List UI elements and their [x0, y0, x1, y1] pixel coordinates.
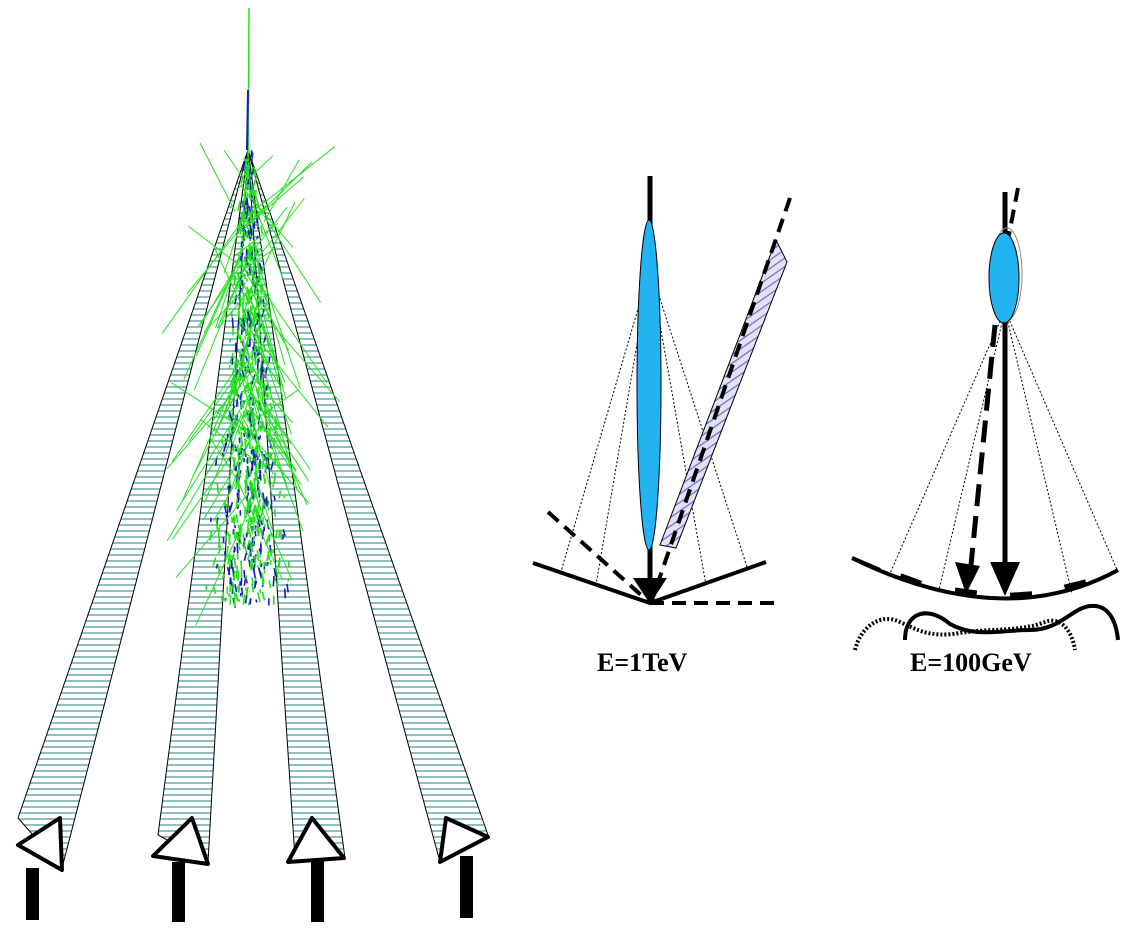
arrow-head-1tev — [633, 578, 667, 604]
ground-arc-100gev — [853, 557, 1119, 601]
shower-image-100gev — [988, 232, 1020, 324]
telescope-1 — [16, 816, 64, 920]
panel-100gev: E=100GeV — [851, 187, 1120, 677]
telescope-2-mount — [172, 862, 185, 922]
telescope-4-mount — [460, 856, 473, 918]
profile-solid — [903, 603, 1120, 641]
telescope-3-mount — [311, 860, 324, 922]
panel-1tev: E=1TeV — [532, 176, 792, 677]
telescope-4-dish — [438, 816, 490, 864]
energy-label-100gev: E=100GeV — [910, 648, 1032, 677]
tilted-axis-100gev — [1002, 187, 1020, 261]
shower-image-1tev — [636, 219, 662, 551]
light-cones — [17, 149, 489, 870]
image-segments — [899, 573, 1087, 598]
inclined-ground-1tev — [546, 510, 652, 605]
telescope-3 — [286, 816, 346, 922]
arrow-head-100gev — [990, 562, 1020, 596]
muon-direction — [650, 197, 792, 601]
telescope-2 — [151, 816, 210, 922]
light-cone-2 — [157, 149, 249, 863]
telescope-4 — [438, 816, 490, 918]
shifted-direction-100gev — [967, 324, 998, 576]
telescope-2-dish — [151, 816, 210, 866]
arrow-head-shifted — [955, 562, 980, 594]
energy-label-1tev: E=1TeV — [597, 648, 688, 677]
telescope-1-dish — [16, 816, 64, 872]
telescope-1-mount — [26, 868, 39, 920]
ground-arc-left-dash — [851, 556, 881, 572]
telescopes — [16, 816, 490, 922]
air-shower — [161, 7, 341, 626]
profile-dotted — [853, 616, 1077, 651]
